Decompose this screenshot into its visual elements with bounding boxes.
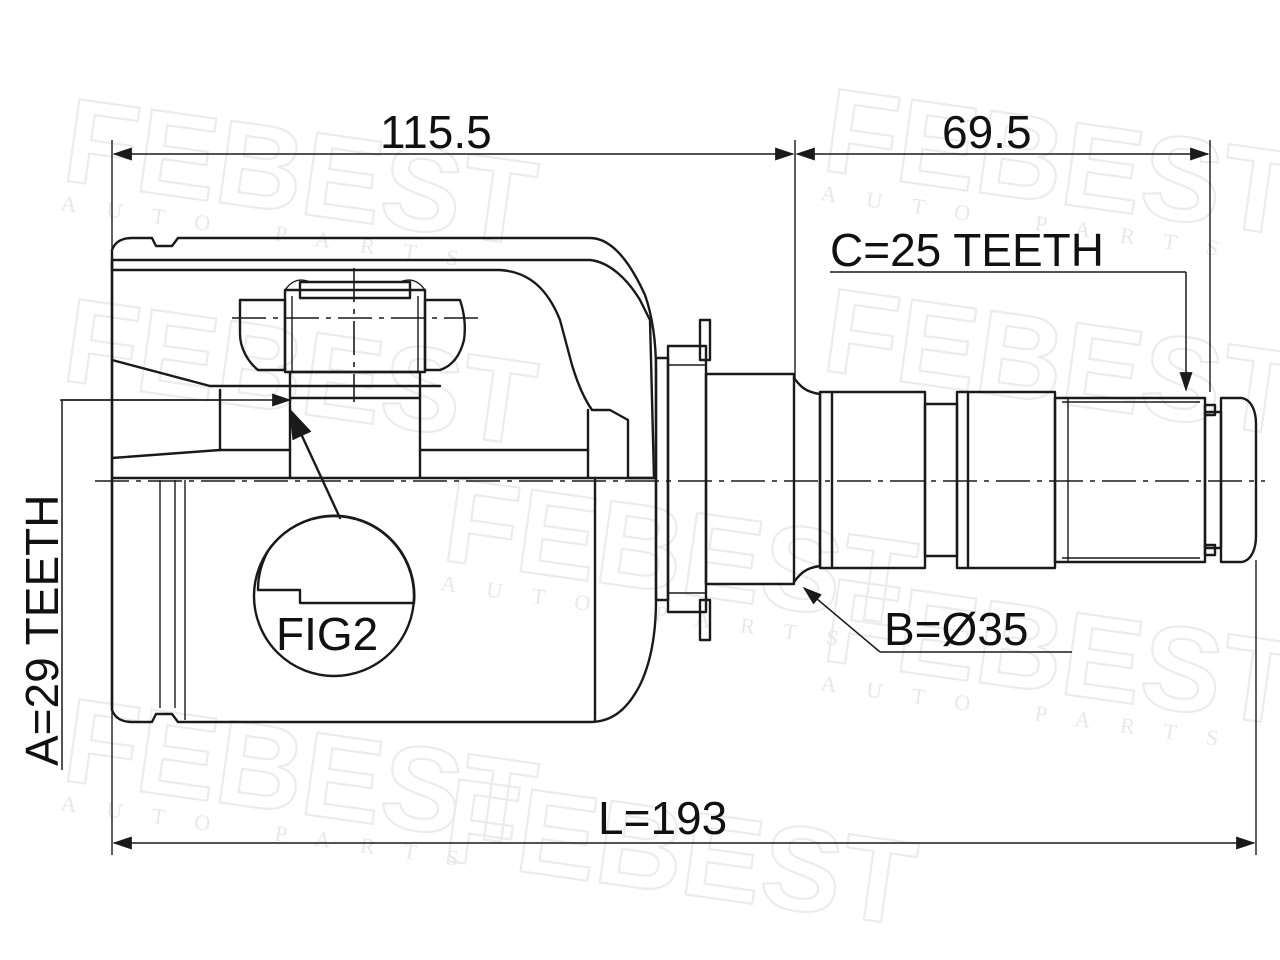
seal-diameter-callout: B=Ø35 — [802, 586, 1072, 655]
outer-spline-label: C=25 TEETH — [830, 224, 1104, 276]
tripod-roller — [232, 268, 484, 402]
svg-text:FEBEST: FEBEST — [436, 753, 923, 952]
dimension-total-length: L=193 — [112, 792, 1256, 850]
inner-spline-callout: A=29 TEETH — [16, 400, 68, 770]
housing-wall-section — [110, 258, 656, 480]
fig2-detail: FIG2 — [252, 407, 416, 678]
roller-hatch — [238, 298, 287, 372]
seal-diameter-label: B=Ø35 — [884, 603, 1029, 655]
dimension-housing-length: 115.5 — [112, 106, 795, 161]
spider-hatch — [288, 370, 422, 400]
total-length-value: L=193 — [598, 792, 727, 844]
shaft-length-value: 69.5 — [942, 106, 1032, 158]
fig2-label: FIG2 — [276, 608, 378, 660]
inner-spline-label: A=29 TEETH — [16, 495, 68, 766]
dimension-shaft-length: 69.5 — [795, 106, 1210, 161]
splined-shaft — [818, 390, 1258, 570]
seal-ring — [654, 318, 822, 642]
outer-spline-callout: C=25 TEETH — [830, 224, 1193, 392]
housing-length-value: 115.5 — [380, 106, 492, 158]
